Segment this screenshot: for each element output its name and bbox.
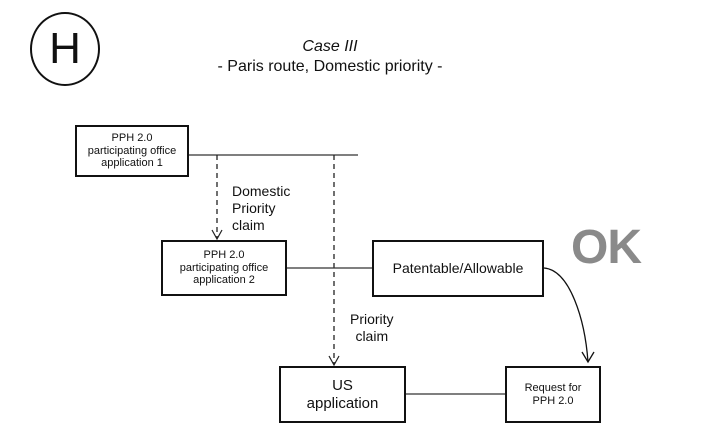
node-text: participating office: [88, 145, 176, 158]
node-application-2: PPH 2.0 participating office application…: [161, 240, 287, 296]
node-text: PPH 2.0: [180, 249, 268, 262]
node-patentable-allowable: Patentable/Allowable: [372, 240, 544, 297]
diagram-subtitle: - Paris route, Domestic priority -: [175, 58, 485, 76]
node-text: application 1: [88, 157, 176, 170]
node-request-pph: Request for PPH 2.0: [505, 366, 601, 423]
label-text: Priority: [232, 200, 290, 217]
node-text: Request for: [525, 382, 582, 395]
node-application-1: PPH 2.0 participating office application…: [75, 125, 189, 177]
node-text: Patentable/Allowable: [393, 260, 524, 276]
node-text: PPH 2.0: [88, 132, 176, 145]
case-badge: H: [30, 12, 100, 86]
badge-letter: H: [49, 24, 81, 74]
label-text: Domestic: [232, 183, 290, 200]
label-priority-claim: Priority claim: [350, 311, 394, 345]
diagram-title: Case III: [250, 38, 410, 56]
node-text: application: [307, 395, 379, 412]
node-us-application: US application: [279, 366, 406, 423]
node-text: US: [307, 377, 379, 394]
label-text: Priority: [350, 311, 394, 328]
curved-arrow-patentable-request: [544, 268, 588, 362]
label-text: claim: [350, 328, 394, 345]
node-text: participating office: [180, 262, 268, 275]
label-text: claim: [232, 217, 290, 234]
node-text: application 2: [180, 274, 268, 287]
label-domestic-priority-claim: Domestic Priority claim: [232, 183, 290, 233]
node-text: PPH 2.0: [525, 395, 582, 408]
ok-status-label: OK: [571, 220, 641, 275]
